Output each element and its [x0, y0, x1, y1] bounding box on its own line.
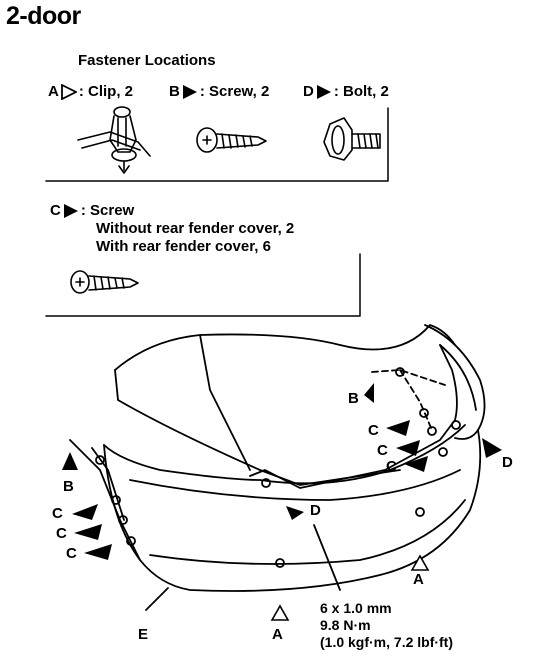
callout-c-5: C — [377, 442, 388, 459]
legend-label-c: : Screw — [80, 202, 135, 219]
legend-label-a: : Clip, 2 — [78, 83, 134, 100]
legend-screw-b: B : Screw, 2 — [169, 83, 269, 100]
arrow-c-5 — [396, 440, 420, 456]
callout-d-center: D — [310, 502, 321, 519]
legend-letter-a: A — [48, 83, 59, 100]
arrow-c-4 — [386, 420, 410, 436]
legend-clip-a: A : Clip, 2 — [48, 83, 133, 100]
arrow-b-right — [364, 383, 374, 403]
callout-d-right: D — [502, 454, 513, 471]
callout-c-4: C — [368, 422, 379, 439]
bumper-outline — [69, 324, 486, 611]
screw-c-note-1: Without rear fender cover, 2 — [96, 220, 295, 237]
page-title: 2-door — [6, 2, 81, 30]
spec-torque: 9.8 N·m — [320, 617, 371, 633]
fastener-box-border — [45, 107, 389, 182]
arrow-d-right — [482, 438, 502, 458]
callout-c-3: C — [66, 545, 77, 562]
callout-c-1: C — [52, 505, 63, 522]
callout-arrows-hollow — [270, 554, 430, 621]
legend-bolt-d: D : Bolt, 2 — [303, 83, 389, 100]
arrow-c-1 — [72, 504, 98, 520]
clip-icon — [77, 106, 151, 174]
callout-c-6: C — [386, 458, 397, 475]
legend-screw-c: C : Screw — [50, 202, 134, 219]
legend-label-d: : Bolt, 2 — [333, 83, 389, 100]
arrow-c-2 — [74, 524, 102, 540]
filled-triangle-icon — [63, 203, 79, 219]
arrow-c-3 — [84, 544, 112, 560]
callout-a-center: A — [272, 626, 283, 643]
hollow-triangle-icon — [60, 83, 77, 100]
arrow-a-center — [270, 604, 290, 621]
legend-label-b: : Screw, 2 — [199, 83, 270, 100]
filled-triangle-icon — [316, 84, 332, 100]
callout-b-right: B — [348, 390, 359, 407]
legend-letter-b: B — [169, 83, 180, 100]
callout-b-left: B — [63, 478, 74, 495]
spec-size: 6 x 1.0 mm — [320, 600, 392, 616]
arrow-d-center — [286, 506, 304, 520]
arrow-c-6 — [404, 456, 428, 472]
callout-arrows — [62, 383, 502, 560]
bolt-icon — [323, 117, 381, 161]
spec-torque-alt: (1.0 kgf·m, 7.2 lbf·ft) — [320, 634, 454, 650]
arrow-a-right — [410, 554, 430, 571]
screw-c-note-2: With rear fender cover, 6 — [96, 238, 271, 255]
legend-letter-c: C — [50, 202, 61, 219]
callout-a-right: A — [413, 571, 424, 588]
filled-triangle-icon — [182, 84, 198, 100]
legend-letter-d: D — [303, 83, 314, 100]
screw-c-box-border — [45, 253, 361, 317]
arrow-b-left — [62, 452, 78, 470]
callout-e: E — [138, 626, 149, 643]
screw-icon — [196, 127, 267, 153]
fastener-locations-heading: Fastener Locations — [78, 52, 216, 69]
screw-c-icon — [70, 270, 139, 294]
callout-c-2: C — [56, 525, 67, 542]
